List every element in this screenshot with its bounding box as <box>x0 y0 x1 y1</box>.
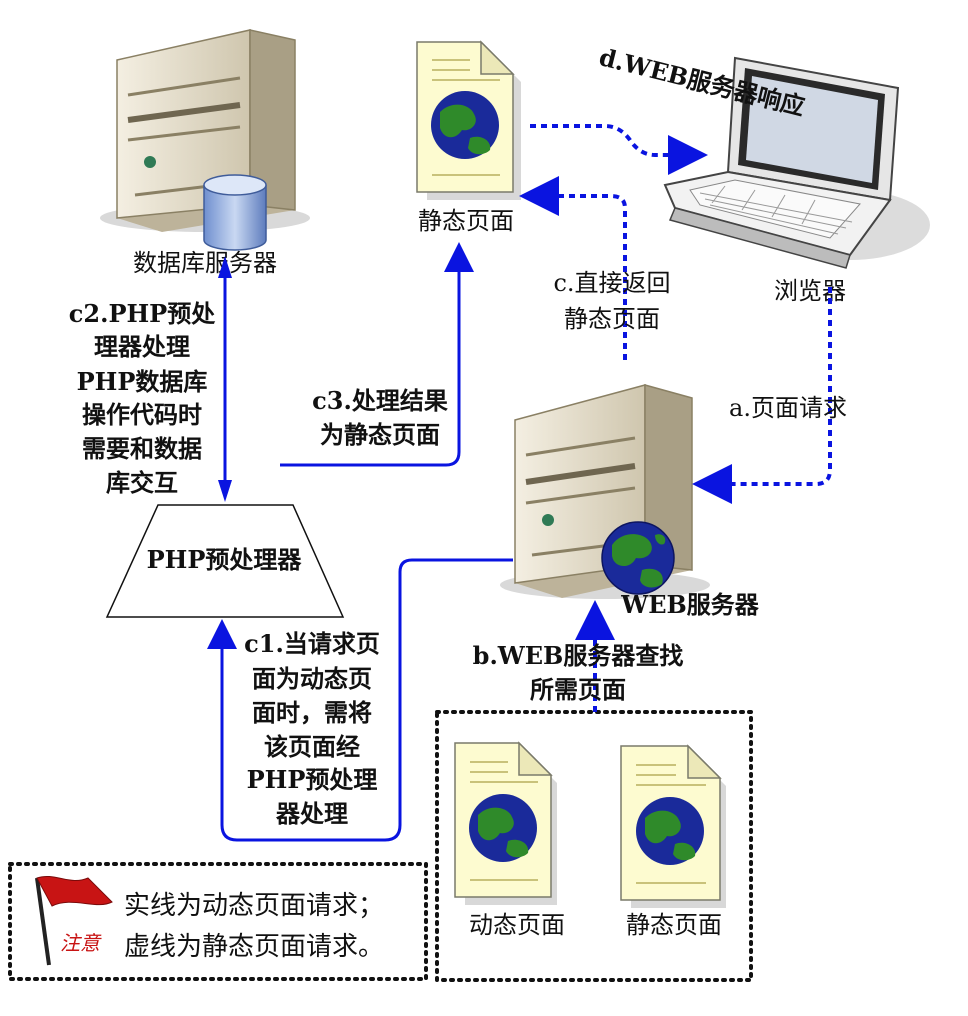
flag-icon <box>35 876 113 966</box>
edge-c1-label: c1.当请求页 面为动态页 面时，需将 该页面经 PHP预处理 器处理 <box>244 629 380 828</box>
edge-c1-label-line-1: c1.当请求页 <box>244 629 380 658</box>
web-page-globe-icon <box>620 744 726 908</box>
edge-b-label-line-2: 所需页面 <box>530 675 626 704</box>
db-server-node: 数据库服务器 <box>100 29 310 277</box>
edge-c2-label-line-5: 需要和数据 <box>82 434 202 463</box>
legend-line-solid: 实线为动态页面请求； <box>124 891 384 921</box>
legend-line-dashed: 虚线为静态页面请求。 <box>124 932 384 962</box>
web-server-node: WEB服务器 <box>500 384 760 619</box>
db-server-label: 数据库服务器 <box>133 249 277 277</box>
dynamic-page-node: 动态页面 <box>454 741 565 939</box>
edge-c1-label-line-3: 面时，需将 <box>252 698 372 727</box>
edge-c2-label: c2.PHP预处 理器处理 PHP数据库 操作代码时 需要和数据 库交互 <box>69 299 215 497</box>
php-preprocessor-node: PHP预处理器 <box>105 504 345 618</box>
edge-c-label-line-1: c.直接返回 <box>553 269 670 297</box>
edge-c2-label-line-1: c2.PHP预处 <box>69 299 215 328</box>
edge-c1-label-line-4: 该页面经 <box>264 732 360 761</box>
static-page-bottom-label: 静态页面 <box>626 911 722 939</box>
edge-c2-label-line-2: 理器处理 <box>94 332 190 361</box>
edge-c2-arrow-up <box>218 256 232 278</box>
page-repository-box <box>435 710 753 982</box>
edge-a-label: a.页面请求 <box>729 394 847 422</box>
browser-label: 浏览器 <box>774 277 846 305</box>
web-server-label: WEB服务器 <box>620 590 760 619</box>
static-page-top-node: 静态页面 <box>416 40 521 235</box>
web-page-globe-icon <box>454 741 557 905</box>
edge-b-label-line-1: b.WEB服务器查找 <box>473 641 684 670</box>
edge-c2-label-line-4: 操作代码时 <box>82 400 202 429</box>
edge-d-response <box>530 124 708 175</box>
edge-c1-to-preprocessor <box>207 558 513 842</box>
edge-c2-label-line-6: 库交互 <box>106 468 178 497</box>
dynamic-page-label: 动态页面 <box>469 911 565 939</box>
legend-note: 注意 实线为动态页面请求； 虚线为静态页面请求。 <box>8 862 428 981</box>
globe-icon <box>601 521 675 595</box>
trapezoid-shape <box>105 504 345 618</box>
edge-c-label: c.直接返回 静态页面 <box>553 269 670 333</box>
static-page-top-label: 静态页面 <box>418 207 514 235</box>
edge-c3-result-static <box>280 242 474 467</box>
web-page-globe-icon <box>416 40 521 200</box>
edge-c3-label-line-2: 为静态页面 <box>320 420 440 449</box>
edge-c3-label-line-1: c3.处理结果 <box>312 386 448 415</box>
php-preprocessor-label: PHP预处理器 <box>147 545 303 574</box>
laptop-icon <box>663 56 930 269</box>
edge-c-label-line-2: 静态页面 <box>564 305 660 333</box>
flag-note-text: 注意 <box>60 931 102 955</box>
database-cylinder-icon <box>203 174 267 251</box>
edge-c1-label-line-6: 器处理 <box>275 799 348 828</box>
edge-c3-label: c3.处理结果 为静态页面 <box>312 386 448 449</box>
edge-c2-arrow-down <box>218 480 232 502</box>
edge-c2-label-line-3: PHP数据库 <box>77 367 208 396</box>
edge-b-label: b.WEB服务器查找 所需页面 <box>473 641 684 704</box>
edge-c1-label-line-2: 面为动态页 <box>252 664 372 693</box>
browser-node: 浏览器 <box>663 56 930 305</box>
static-page-bottom-node: 静态页面 <box>620 744 726 939</box>
edge-a-page-request <box>692 287 832 504</box>
edge-c1-label-line-5: PHP预处理 <box>247 765 378 794</box>
